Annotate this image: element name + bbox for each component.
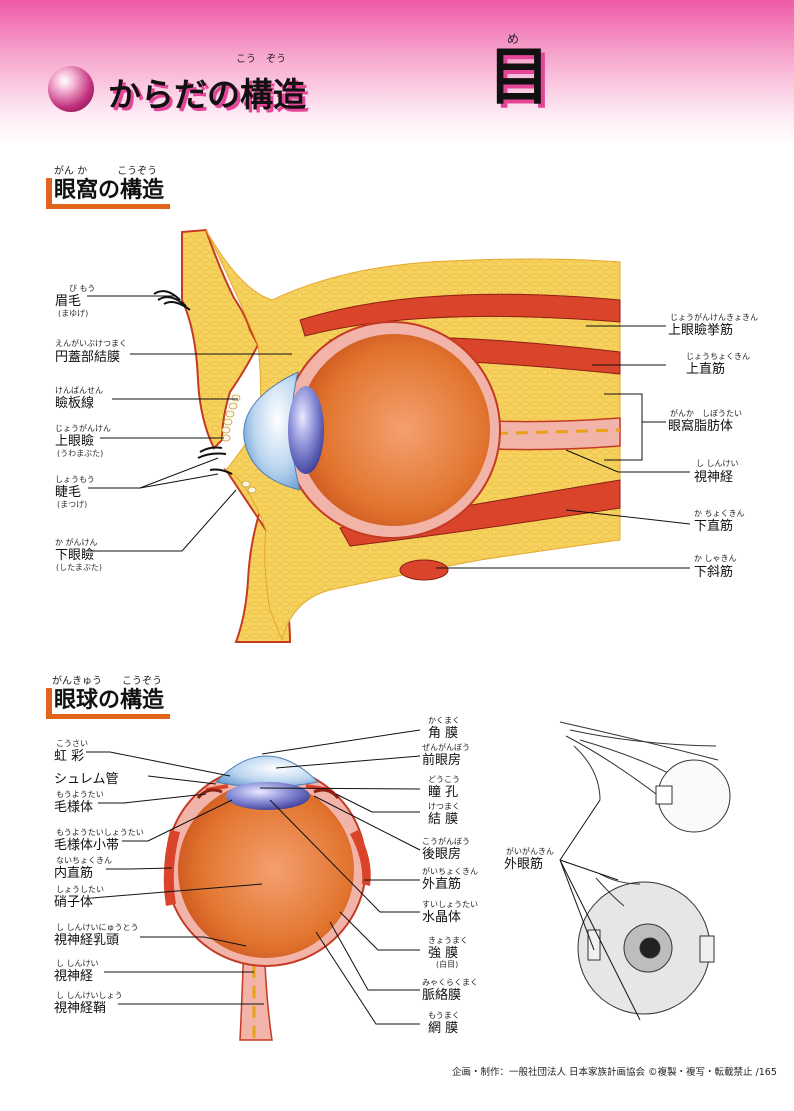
- label-naichoku: 内直筋: [54, 866, 94, 881]
- eyeball-lens: [226, 782, 310, 810]
- label-ruby-mayuge: び もう: [69, 284, 96, 293]
- label-kyomaku: 強 膜: [428, 946, 459, 961]
- label-suisho: 水晶体: [422, 910, 462, 925]
- label-ketsumaku: 結 膜: [428, 812, 459, 827]
- label-kenban: 瞼板線: [55, 396, 95, 411]
- label-shomo: 睫毛: [55, 485, 82, 500]
- label-sub-mayuge: (まゆげ): [58, 309, 89, 318]
- label-sho: 視神経鞘: [54, 1001, 107, 1016]
- label-ruby-kakumaku: かくまく: [428, 716, 460, 725]
- label-ruby-suisho: すいしょうたい: [422, 900, 478, 909]
- eyeball-vitreous: [178, 782, 354, 958]
- label-ruby-nyuto: し しんけいにゅうとう: [56, 923, 139, 932]
- orbit-leader-lines: [87, 295, 691, 569]
- eyeball-section-title: 眼球の構造: [46, 688, 171, 719]
- label-ruby-kagan: か がんけん: [55, 538, 98, 547]
- label-ruby-shomo: しょうもう: [55, 475, 95, 484]
- label-engai: 円蓋部結膜: [55, 350, 121, 365]
- lateral-rectus: [350, 830, 371, 886]
- label-ruby-kyomaku: きょうまく: [428, 936, 468, 945]
- label-ruby-moyotai: もうようたい: [56, 790, 104, 799]
- label-ruby-ketsumaku: けつまく: [428, 802, 460, 811]
- big-title-ruby: め: [507, 32, 520, 46]
- orbit-section-title: 眼窩の構造: [46, 178, 171, 209]
- label-kosai: 虹 彩: [54, 749, 85, 764]
- label-ruby-momaku: もうまく: [428, 1011, 460, 1020]
- label-kyoken: 上眼瞼挙筋: [668, 323, 734, 338]
- label-shinkei: 視神経: [694, 470, 734, 485]
- label-shotai: 毛様体小帯: [54, 838, 120, 853]
- label-mayuge: 眉毛: [55, 294, 82, 309]
- label-eye-shinkei: 視神経: [54, 969, 94, 984]
- label-ruby-kenban: けんばんせん: [55, 386, 103, 395]
- label-ruby-kachoku: か ちょくきん: [694, 509, 745, 518]
- label-ruby-gaigan: がいがんきん: [506, 847, 554, 856]
- label-sub-kagan: (したまぶた): [56, 563, 103, 572]
- label-jochoku: 上直筋: [686, 362, 726, 377]
- label-momaku: 網 膜: [428, 1021, 459, 1036]
- label-sub-shomo: (まつげ): [57, 500, 88, 509]
- label-ruby-kyoken: じょうがんけんきょきん: [670, 313, 758, 322]
- eyeball-title-ruby: がんきゅう こうぞう: [52, 676, 162, 687]
- label-gaigan: 外眼筋: [504, 857, 544, 872]
- label-ruby-shibo: がんか しぼうたい: [670, 409, 742, 418]
- label-ruby-zengan: ぜんがんぼう: [422, 743, 470, 752]
- label-ruby-kashaku: か しゃきん: [694, 554, 737, 563]
- label-ruby-shoshi: しょうしたい: [56, 885, 104, 894]
- ciliary-body: [196, 788, 340, 800]
- label-zengan: 前眼房: [422, 753, 462, 768]
- label-ruby-jochoku: じょうちょくきん: [686, 352, 750, 361]
- eyeball-leader-lines: [86, 729, 421, 1025]
- gaigan-leader-lines: [559, 799, 641, 1021]
- label-ruby-myaku: みゃくらくまく: [422, 978, 478, 987]
- label-moyotai: 毛様体: [54, 800, 94, 815]
- inferior-oblique-muscle: [399, 559, 449, 581]
- label-ruby-shinkei: し しんけい: [696, 459, 739, 468]
- label-ruby-engai: えんがいぶけつまく: [55, 339, 127, 348]
- label-kachoku: 下直筋: [694, 519, 734, 534]
- upper-lashes: [197, 446, 227, 459]
- label-schlemm: シュレム管: [54, 772, 119, 787]
- label-ruby-naichoku: ないちょくきん: [56, 856, 112, 865]
- label-kakumaku: 角 膜: [428, 726, 459, 741]
- lower-lashes: [209, 468, 233, 475]
- title-ruby: こう ぞう: [236, 54, 286, 65]
- label-sub-kyomaku: (白目): [436, 960, 459, 969]
- label-myaku: 脈絡膜: [422, 988, 462, 1003]
- label-shoshi: 硝子体: [54, 895, 94, 910]
- pink-ball-icon: [48, 66, 94, 112]
- label-kagan: 下眼瞼: [55, 548, 95, 563]
- label-ruby-shotai: もうようたいしょうたい: [56, 828, 144, 837]
- header-banner: [0, 0, 794, 145]
- vitreous-body: [298, 334, 490, 526]
- label-nyuto: 視神経乳頭: [54, 933, 120, 948]
- label-sub-jogan: (うわまぶた): [57, 449, 104, 458]
- label-jogan: 上眼瞼: [55, 434, 95, 449]
- label-ruby-kogan: こうがんぼう: [422, 837, 470, 846]
- optic-nerve: [469, 417, 621, 451]
- label-kogan: 後眼房: [422, 847, 462, 862]
- label-kashaku: 下斜筋: [694, 565, 734, 580]
- eyeball-diagram: [163, 755, 371, 1041]
- label-doko: 瞳 孔: [428, 785, 459, 800]
- big-title: 目: [488, 40, 551, 113]
- orbit-title-ruby: がん か こうぞう: [54, 166, 158, 177]
- extraocular-muscle-sketch: [559, 721, 731, 1015]
- label-ruby-doko: どうこう: [428, 775, 460, 784]
- footer-credit: 企画・制作：一般社団法人 日本家族計画協会 ©複製・複写・転載禁止 /165: [452, 1067, 777, 1078]
- lens: [288, 386, 324, 474]
- label-gaichoku: 外直筋: [422, 877, 462, 892]
- label-ruby-eye-shinkei: し しんけい: [56, 959, 99, 968]
- page-title: からだの構造: [108, 75, 306, 114]
- label-ruby-gaichoku: がいちょくきん: [422, 867, 478, 876]
- label-ruby-kosai: こうさい: [56, 739, 88, 748]
- eyebrow-hairs: [153, 290, 191, 311]
- label-ruby-sho: し しんけいしょう: [56, 991, 123, 1000]
- label-shibo: 眼窩脂肪体: [668, 419, 734, 434]
- label-ruby-jogan: じょうがんけん: [55, 424, 111, 433]
